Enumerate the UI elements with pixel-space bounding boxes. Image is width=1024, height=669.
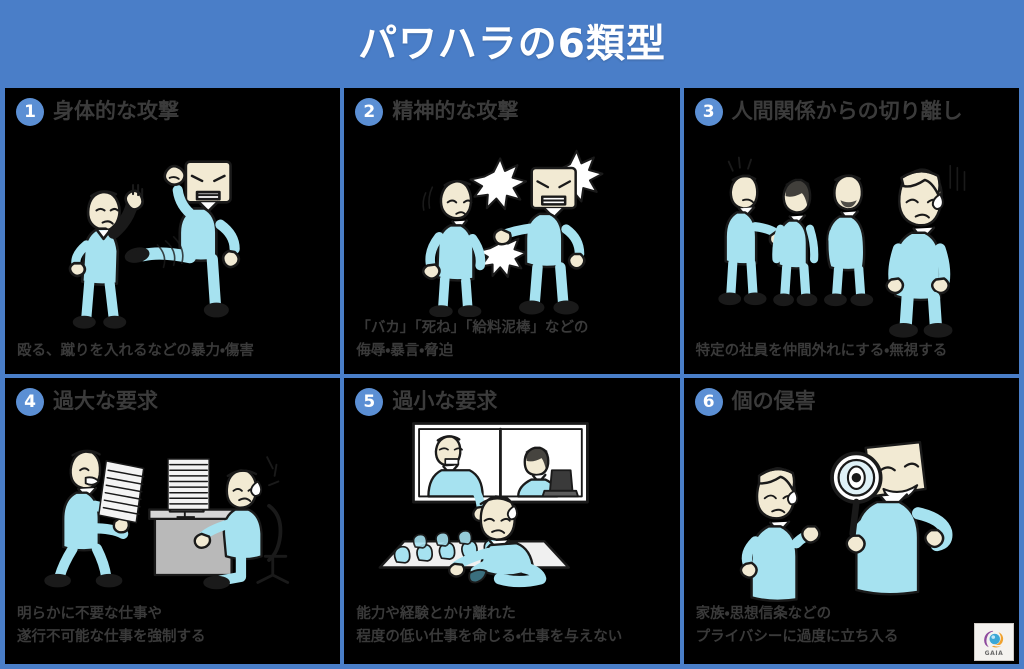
cell-6-caption: 家族・思想信条などの プライバシーに過度に立ち入る (695, 606, 899, 645)
cell-1-title: 身体的な攻撃 (53, 99, 179, 124)
cell-4-title: 過大な要求 (53, 389, 158, 414)
cell-4-caption: 明らかに不要な仕事や 遂行不可能な仕事を強制する (17, 606, 206, 645)
cell-2-illustration (344, 126, 679, 318)
type-cell-2[interactable]: 2 精神的な攻撃 (344, 88, 680, 374)
cell-2-title: 精神的な攻撃 (392, 99, 519, 124)
cell-1-header: 1 身体的な攻撃 (5, 88, 340, 126)
cell-5-header: 5 過小な要求 (344, 378, 679, 416)
type-cell-1[interactable]: 1 身体的な攻撃 (5, 88, 341, 374)
cell-1-caption: 殴る、蹴りを入れるなどの暴力・傷害 (17, 342, 254, 359)
cell-1-number-badge: 1 (16, 98, 44, 126)
cell-3-caption: 特定の社員を仲間外れにする・無視する (695, 342, 948, 359)
gaia-wordmark: GAIA (984, 649, 1004, 657)
cell-3-header: 3 人間関係からの切り離し (684, 88, 1019, 126)
page-title: パワハラの6類型 (358, 21, 666, 67)
cell-3-title: 人間関係からの切り離し (731, 99, 963, 124)
type-cell-3[interactable]: 3 人間関係からの切り離し (683, 88, 1019, 374)
cell-1-illustration (5, 126, 340, 340)
cell-3-illustration (684, 126, 1019, 340)
cell-5-title: 過小な要求 (392, 389, 498, 414)
cell-4-header: 4 過大な要求 (5, 378, 340, 416)
gaia-swirl-icon (984, 630, 1004, 647)
cell-3-number-badge: 3 (694, 98, 723, 126)
cell-6-illustration (684, 416, 1019, 603)
cell-5-illustration (344, 416, 679, 603)
cell-5-caption: 能力や経験とかけ離れた 程度の低い仕事を命じる・仕事を与えない (356, 606, 623, 645)
gaia-logo: GAIA (974, 623, 1014, 661)
cell-6-number-badge: 6 (694, 388, 723, 416)
cell-2-caption: 「バカ」「死ね」「給料泥棒」などの 侮辱・暴言・脅迫 (356, 320, 589, 359)
types-grid: 1 身体的な攻撃 (0, 88, 1024, 669)
cell-6-title: 個の侵害 (731, 389, 816, 414)
cell-2-header: 2 精神的な攻撃 (344, 88, 679, 126)
cell-4-illustration (5, 416, 340, 603)
cell-6-header: 6 個の侵害 (684, 378, 1019, 416)
cell-2-number-badge: 2 (355, 98, 384, 126)
poster-header: パワハラの6類型 (0, 0, 1024, 88)
type-cell-4[interactable]: 4 過大な要求 (5, 378, 341, 664)
cell-4-number-badge: 4 (16, 388, 44, 416)
cell-5-number-badge: 5 (355, 388, 384, 416)
type-cell-5[interactable]: 5 過小な要求 (344, 378, 680, 664)
type-cell-6[interactable]: 6 個の侵害 (683, 378, 1019, 664)
